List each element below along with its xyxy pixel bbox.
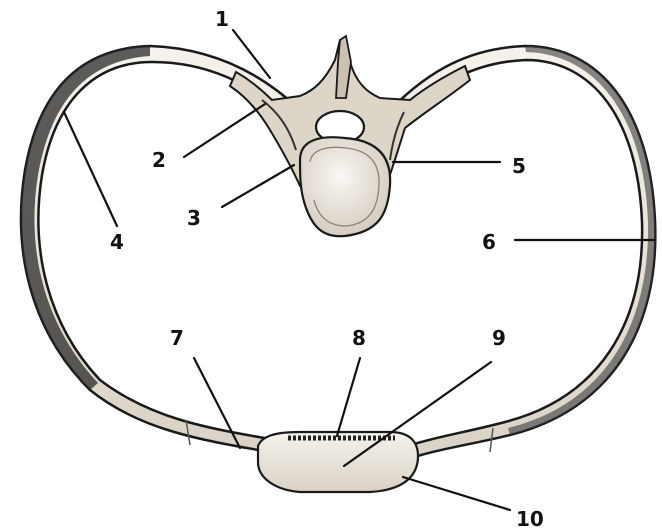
callout-label-6: 6 bbox=[482, 230, 496, 254]
callout-label-10: 10 bbox=[516, 507, 544, 531]
callout-label-2: 2 bbox=[152, 148, 166, 172]
leader-line-3 bbox=[222, 165, 294, 207]
callout-label-1: 1 bbox=[215, 7, 229, 31]
leader-line-8 bbox=[337, 358, 360, 436]
callout-label-9: 9 bbox=[492, 326, 506, 350]
callout-label-7: 7 bbox=[170, 326, 184, 350]
leader-line-4 bbox=[64, 112, 117, 226]
callout-label-4: 4 bbox=[110, 230, 124, 254]
vertebra bbox=[230, 36, 470, 236]
callout-label-5: 5 bbox=[512, 154, 526, 178]
sternum bbox=[258, 432, 418, 492]
leader-line-10 bbox=[403, 477, 510, 510]
callout-label-3: 3 bbox=[187, 206, 201, 230]
leader-line-2 bbox=[184, 104, 265, 157]
callout-label-8: 8 bbox=[352, 326, 366, 350]
vertebral-body bbox=[300, 137, 390, 236]
left-rib-shade bbox=[21, 46, 150, 390]
sternum-body bbox=[258, 432, 418, 492]
